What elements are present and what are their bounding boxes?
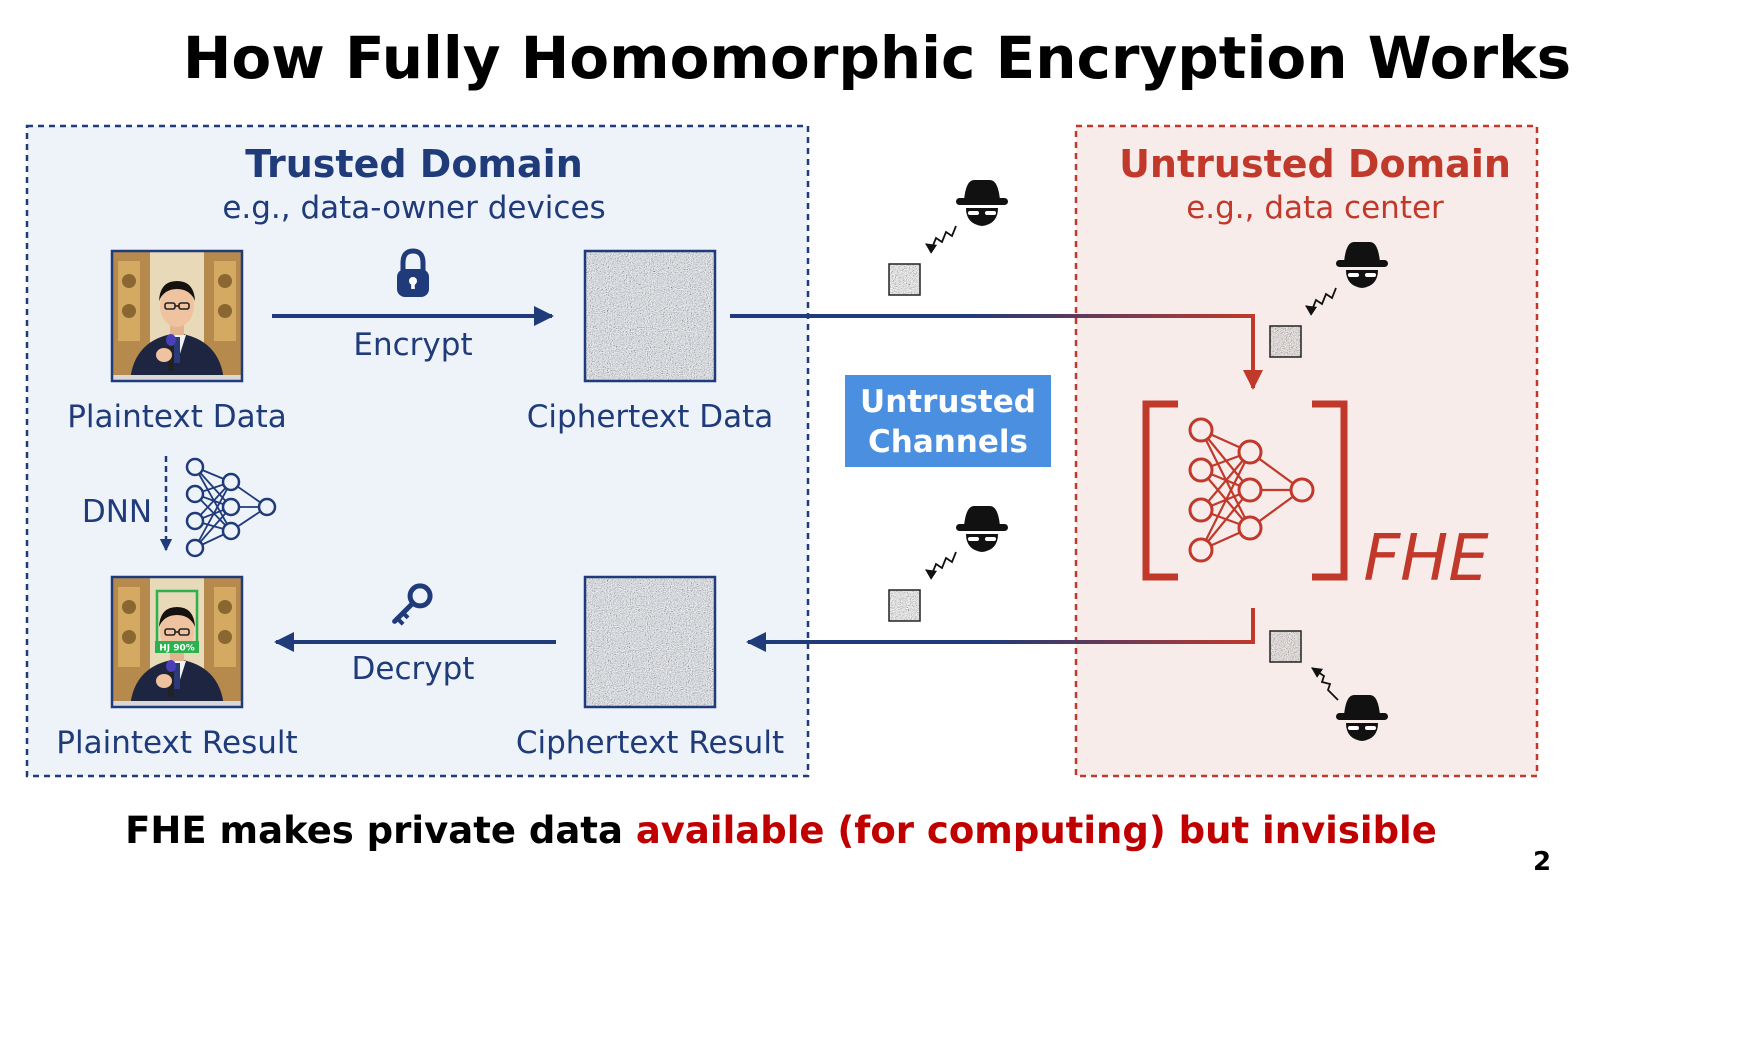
signal-zigzag — [925, 225, 957, 254]
channel-path-upload — [730, 314, 1263, 390]
intercepted-ciphertext — [1269, 325, 1302, 358]
intercepted-ciphertext — [888, 589, 921, 622]
fhe-bracket-right — [1312, 400, 1348, 581]
hacker-icon — [956, 180, 1008, 226]
untrusted-channels-line2: Channels — [868, 424, 1028, 460]
encrypt-label: Encrypt — [353, 327, 472, 363]
face-recognition-tag: HJ 90% — [159, 644, 195, 654]
untrusted-domain-heading: Untrusted Domain — [1119, 142, 1511, 186]
ciphertext-data-image — [583, 249, 717, 383]
intercepted-ciphertext — [1269, 630, 1302, 663]
ciphertext-result-label: Ciphertext Result — [516, 725, 784, 761]
fhe-bracket-left — [1142, 400, 1178, 581]
footer-text-black: FHE makes private data — [125, 809, 636, 852]
footer-statement: FHE makes private data available (for co… — [125, 809, 1437, 852]
plaintext-result-image: HJ 90% — [110, 575, 244, 709]
untrusted-channels-box — [845, 375, 1051, 467]
untrusted-channels-line1: Untrusted — [860, 384, 1036, 420]
padlock-icon — [397, 248, 429, 297]
trusted-domain-subheading: e.g., data-owner devices — [222, 190, 605, 226]
untrusted-domain-box — [1074, 124, 1539, 778]
page-number: 2 — [1533, 847, 1551, 877]
signal-zigzag — [925, 551, 957, 580]
signal-zigzag — [1311, 667, 1339, 701]
ciphertext-result-image — [583, 575, 717, 709]
neural-network-icon-small — [185, 457, 277, 558]
decrypt-label: Decrypt — [352, 651, 475, 687]
plaintext-data-label: Plaintext Data — [67, 399, 287, 435]
footer-text-red: available (for computing) but invisible — [636, 809, 1437, 852]
fhe-label: FHE — [1363, 522, 1489, 596]
ciphertext-data-label: Ciphertext Data — [527, 399, 773, 435]
dnn-label: DNN — [82, 494, 152, 530]
signal-zigzag — [1305, 287, 1337, 316]
key-icon — [392, 583, 433, 626]
untrusted-domain-subheading: e.g., data center — [1186, 190, 1444, 226]
page-title: How Fully Homomorphic Encryption Works — [183, 24, 1571, 92]
trusted-domain-heading: Trusted Domain — [245, 142, 583, 186]
channel-path-download — [746, 608, 1255, 652]
plaintext-result-label: Plaintext Result — [56, 725, 297, 761]
hacker-icon — [956, 506, 1008, 552]
neural-network-icon-large — [1188, 417, 1315, 563]
intercepted-ciphertext — [888, 263, 921, 296]
plaintext-data-image — [110, 249, 244, 383]
